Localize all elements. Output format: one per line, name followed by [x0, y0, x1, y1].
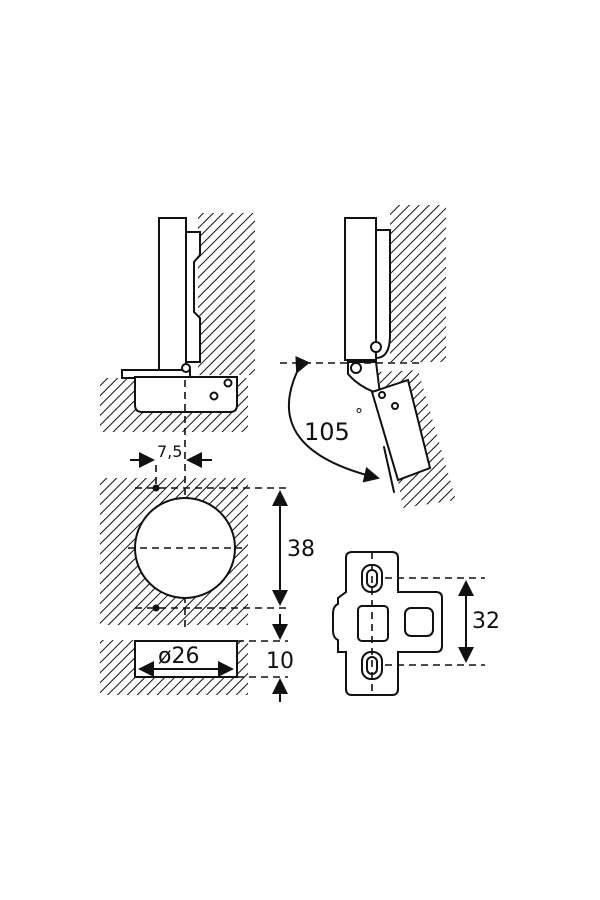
mounting-arm: [185, 231, 201, 363]
door-panel: [344, 217, 377, 361]
mounting-arm: [375, 229, 391, 360]
mounting-plate-view: 32: [332, 551, 500, 696]
open-cup: [370, 378, 432, 482]
diameter-label: ø26: [158, 644, 199, 669]
cabinet-wall-hatch: [390, 205, 446, 362]
screw-hole-icon: [223, 378, 233, 388]
pivot-icon: [350, 362, 362, 374]
screw-hole-icon: [209, 391, 219, 401]
degree-symbol: °: [355, 405, 363, 424]
hinge-cup: [134, 376, 238, 413]
distance-label: 38: [287, 537, 315, 562]
angle-label: 105: [304, 418, 350, 446]
cup-hole: [134, 497, 236, 599]
door-panel: [158, 217, 187, 371]
angle-arc-arrow: [287, 355, 380, 483]
door-hatch: [100, 478, 248, 625]
depth-label: 10: [266, 649, 294, 674]
cup-depth-view: ø26 10: [100, 614, 294, 702]
hole-spacing-label: 32: [472, 609, 500, 634]
cup-hole-view: 7,5 38: [100, 442, 315, 625]
open-hinge-view: 105 °: [280, 205, 456, 508]
pivot-icon: [370, 341, 382, 353]
door-hatch: [100, 378, 248, 432]
pivot-icon: [181, 363, 191, 373]
offset-label: 7,5: [157, 442, 182, 461]
cabinet-wall-hatch: [198, 213, 255, 375]
